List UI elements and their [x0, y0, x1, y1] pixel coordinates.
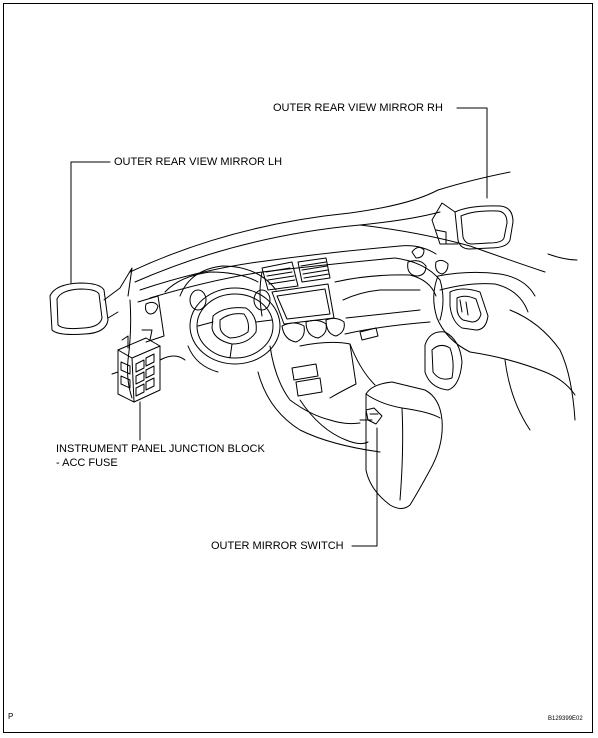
label-junction-block: INSTRUMENT PANEL JUNCTION BLOCK - ACC FU…	[56, 442, 265, 470]
label-mirror-switch: OUTER MIRROR SWITCH	[211, 540, 344, 552]
steering-wheel	[179, 265, 281, 373]
label-mirror-lh: OUTER REAR VIEW MIRROR LH	[114, 156, 283, 168]
gauge-cluster	[164, 271, 271, 311]
windshield-outline	[129, 171, 578, 283]
right-outer-mirror	[431, 202, 514, 250]
label-junction-block-line1: INSTRUMENT PANEL JUNCTION BLOCK	[56, 443, 265, 455]
label-junction-block-line2: - ACC FUSE	[56, 457, 118, 469]
figure-code: B129399E02	[548, 716, 583, 722]
diagram-frame	[3, 3, 593, 733]
right-door-panel	[424, 271, 576, 431]
left-outer-mirror	[49, 267, 133, 335]
leader-lines	[70, 107, 488, 547]
center-stack	[257, 257, 381, 453]
leader-line-mirror-lh	[70, 161, 111, 284]
label-mirror-rh: OUTER REAR VIEW MIRROR RH	[273, 102, 443, 114]
dashboard	[139, 245, 449, 341]
leader-line-mirror-rh	[456, 107, 488, 199]
center-console	[299, 381, 443, 509]
junction-block-illustration	[111, 329, 161, 403]
corner-mark: P	[8, 712, 14, 721]
leader-line-mirror-switch	[351, 427, 378, 547]
